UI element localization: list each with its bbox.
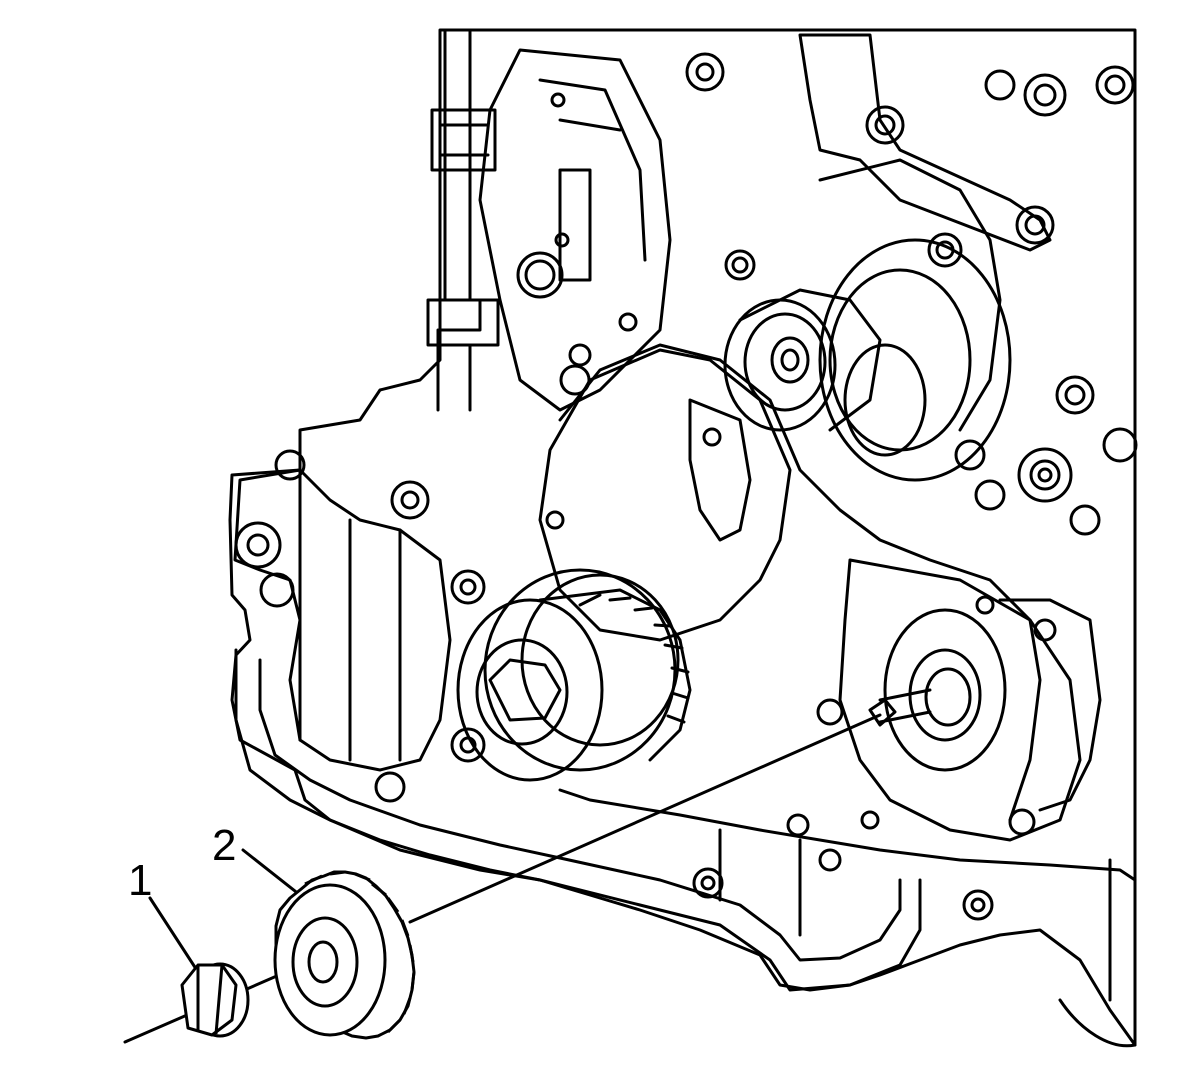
bolt-head: [390, 480, 430, 520]
seal-ring: [1037, 467, 1053, 483]
bolt-head: [234, 521, 282, 569]
right-bracket: [998, 598, 1102, 812]
bolt-head: [695, 62, 715, 82]
crankshaft-sprocket-installed: [456, 568, 692, 782]
engine-assembly: [228, 28, 1138, 1048]
bolt-head: [865, 105, 905, 145]
bolt-head: [1095, 65, 1135, 105]
bolt-head: [954, 439, 986, 471]
bolt-head: [1102, 427, 1138, 463]
bolt-head: [786, 813, 810, 837]
timing-cover-left: [478, 48, 672, 412]
left-housing: [233, 468, 452, 772]
port-circle-inner: [524, 259, 556, 291]
cover-gasket-line: [558, 343, 1042, 822]
housing-edge: [298, 468, 402, 762]
bolt-head: [860, 810, 880, 830]
callout-number-2: 2: [212, 821, 236, 870]
crank-bolt-head: [488, 658, 562, 722]
bolt-head: [962, 889, 994, 921]
detached-sprocket: [273, 870, 416, 1040]
bolt-head: [970, 897, 986, 913]
bolt-head: [975, 595, 995, 615]
bolt-head: [724, 249, 756, 281]
timing-cover-rib: [538, 78, 647, 282]
bolt-head: [1104, 74, 1126, 96]
oil-pump-housing: [838, 558, 1082, 842]
bolt-head: [400, 490, 420, 510]
bolt-head: [927, 232, 963, 268]
cover-window: [688, 398, 752, 542]
bolt-head: [685, 52, 725, 92]
nut-hex: [180, 963, 238, 1037]
bolt-head: [974, 479, 1006, 511]
bolt-head: [1055, 375, 1095, 415]
bolt-head: [818, 848, 842, 872]
port-circle: [516, 251, 564, 299]
bolt-head: [700, 875, 716, 891]
bolt-head: [1033, 618, 1057, 642]
lower-pipe-clamp: [426, 298, 500, 412]
timing-cover-center: [538, 348, 792, 642]
bolt-head: [374, 771, 406, 803]
bolt-head: [274, 449, 306, 481]
bolt-head: [459, 578, 477, 596]
lower-tube-inner: [258, 658, 902, 962]
vertical-pipe: [438, 28, 482, 332]
bolt-head: [692, 867, 724, 899]
pipe-clamp: [430, 108, 497, 172]
bolt-head: [568, 343, 592, 367]
bolt-head: [259, 572, 295, 608]
tensioner-pulley: [723, 288, 882, 432]
callout-number-1: 1: [128, 856, 152, 905]
bolt-head: [545, 510, 565, 530]
small-hole: [554, 232, 570, 248]
bolt-head: [731, 256, 749, 274]
bolt-head: [1008, 808, 1036, 836]
detached-nut: [180, 962, 250, 1038]
engine-mount-arc: [1058, 858, 1137, 1048]
bolt-head: [935, 240, 955, 260]
bolt-head: [1024, 214, 1046, 236]
sprocket-tooth-lines: [304, 870, 416, 1034]
crank-bolt-washer: [475, 638, 569, 746]
bolt-head: [816, 698, 844, 726]
bolt-head: [450, 569, 486, 605]
bolt-head: [1064, 384, 1086, 406]
axis-line-sprocket: [408, 713, 882, 924]
bolt-head: [1033, 83, 1057, 107]
small-hole: [702, 427, 722, 447]
bolt-head: [246, 533, 270, 557]
nut-hex-edge: [214, 964, 224, 1035]
leader-line-2: [241, 848, 302, 897]
bolt-head: [450, 727, 486, 763]
lower-tube: [234, 648, 922, 992]
leader-line-1: [148, 896, 202, 977]
bolt-head: [618, 312, 638, 332]
bolt-head: [1015, 205, 1055, 245]
upper-bracket: [798, 33, 1052, 252]
sprocket-bore: [307, 940, 339, 984]
bolt-head: [559, 364, 591, 396]
bolt-head: [874, 114, 896, 136]
bolt-head: [1069, 504, 1101, 536]
camshaft-sprocket: [818, 158, 1012, 482]
bolt-head: [1023, 73, 1067, 117]
bolt-head: [984, 69, 1016, 101]
seal-ring: [1017, 447, 1073, 503]
small-hole: [550, 92, 566, 108]
seal-ring: [1029, 459, 1061, 491]
